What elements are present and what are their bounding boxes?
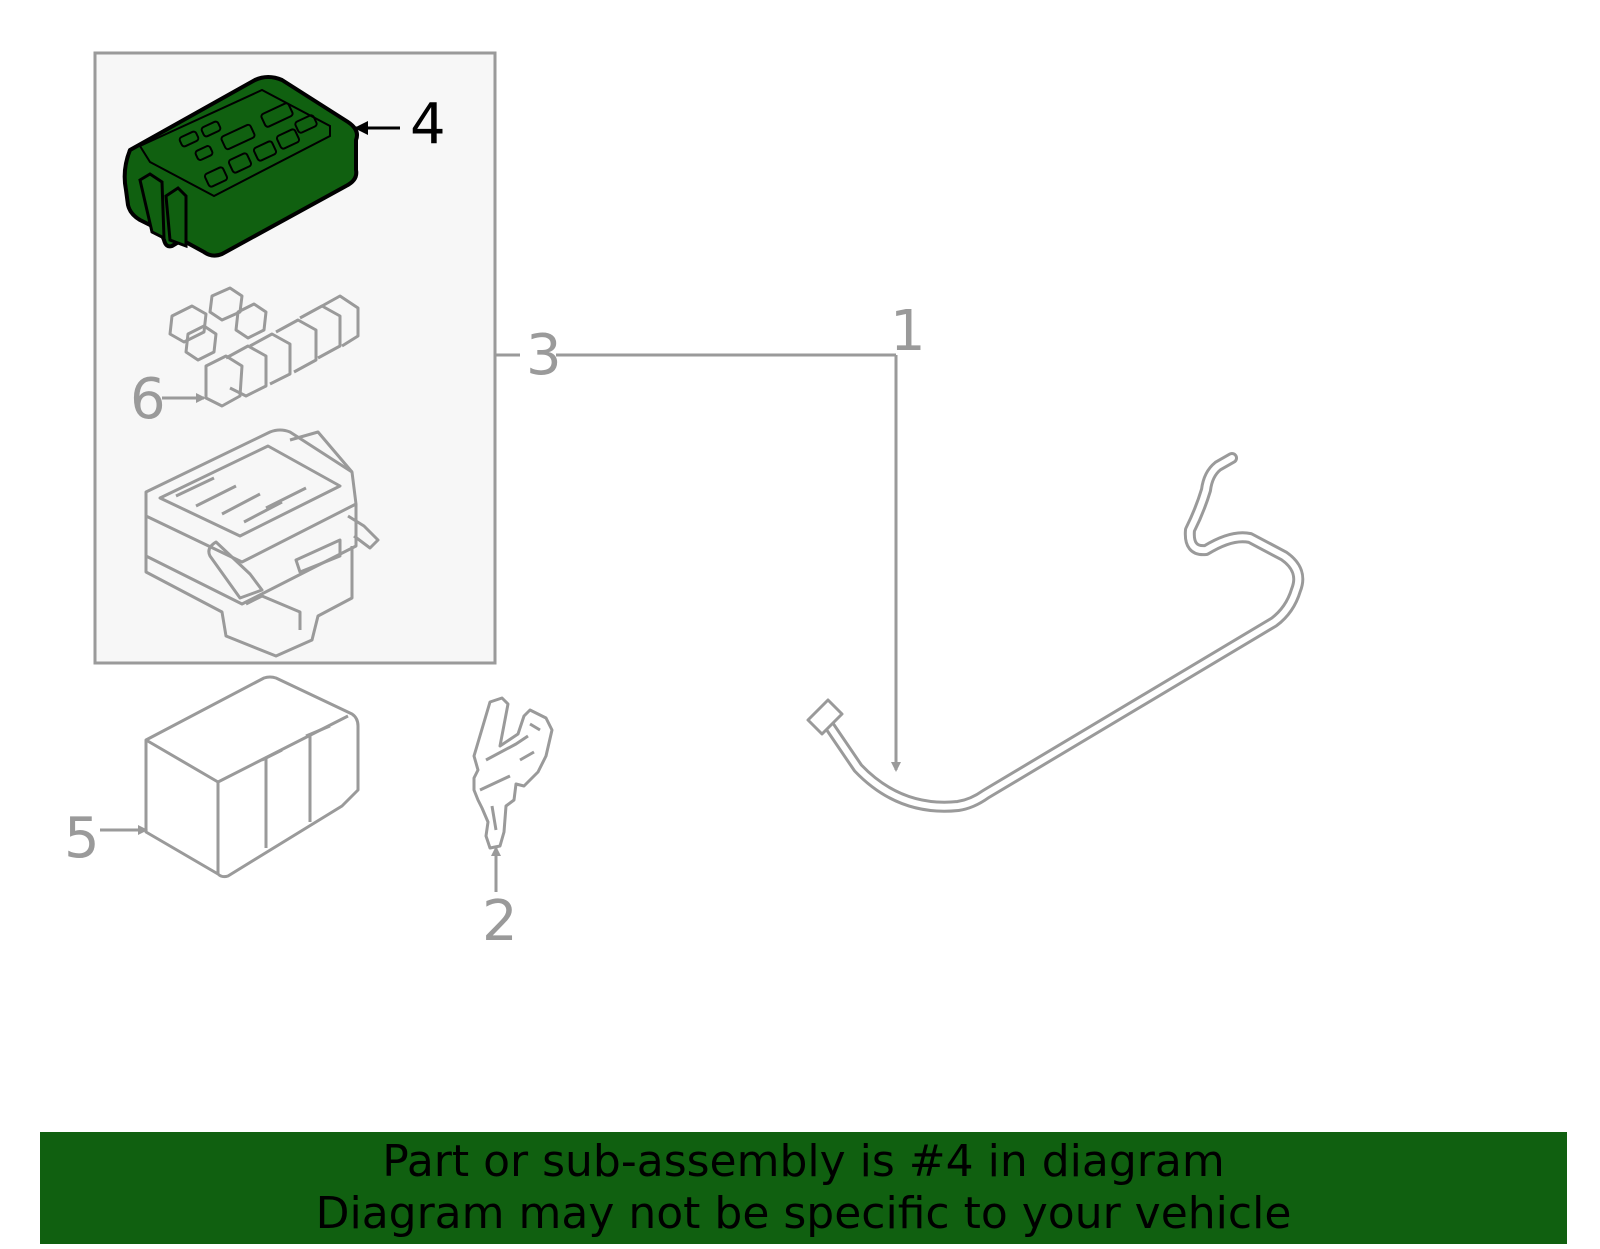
relays-part-6[interactable] <box>168 286 360 408</box>
fuse-box-base <box>144 428 380 658</box>
callout-5: 5 <box>64 806 100 871</box>
info-banner: Part or sub-assembly is #4 in diagram Di… <box>40 1132 1567 1244</box>
fuse-box-cover-part-4[interactable] <box>122 75 359 258</box>
callout-2: 2 <box>482 889 518 954</box>
callout-6: 6 <box>130 367 166 432</box>
bracket-part-2[interactable] <box>472 696 554 850</box>
callout-1: 1 <box>890 299 926 364</box>
wire-harness-part-1[interactable] <box>806 452 1305 813</box>
box-cover-part-5[interactable] <box>144 675 360 879</box>
callout-4: 4 <box>410 92 446 157</box>
banner-line-1: Part or sub-assembly is #4 in diagram <box>382 1136 1225 1187</box>
banner-line-2: Diagram may not be specific to your vehi… <box>315 1188 1292 1239</box>
callout-3: 3 <box>526 323 562 388</box>
